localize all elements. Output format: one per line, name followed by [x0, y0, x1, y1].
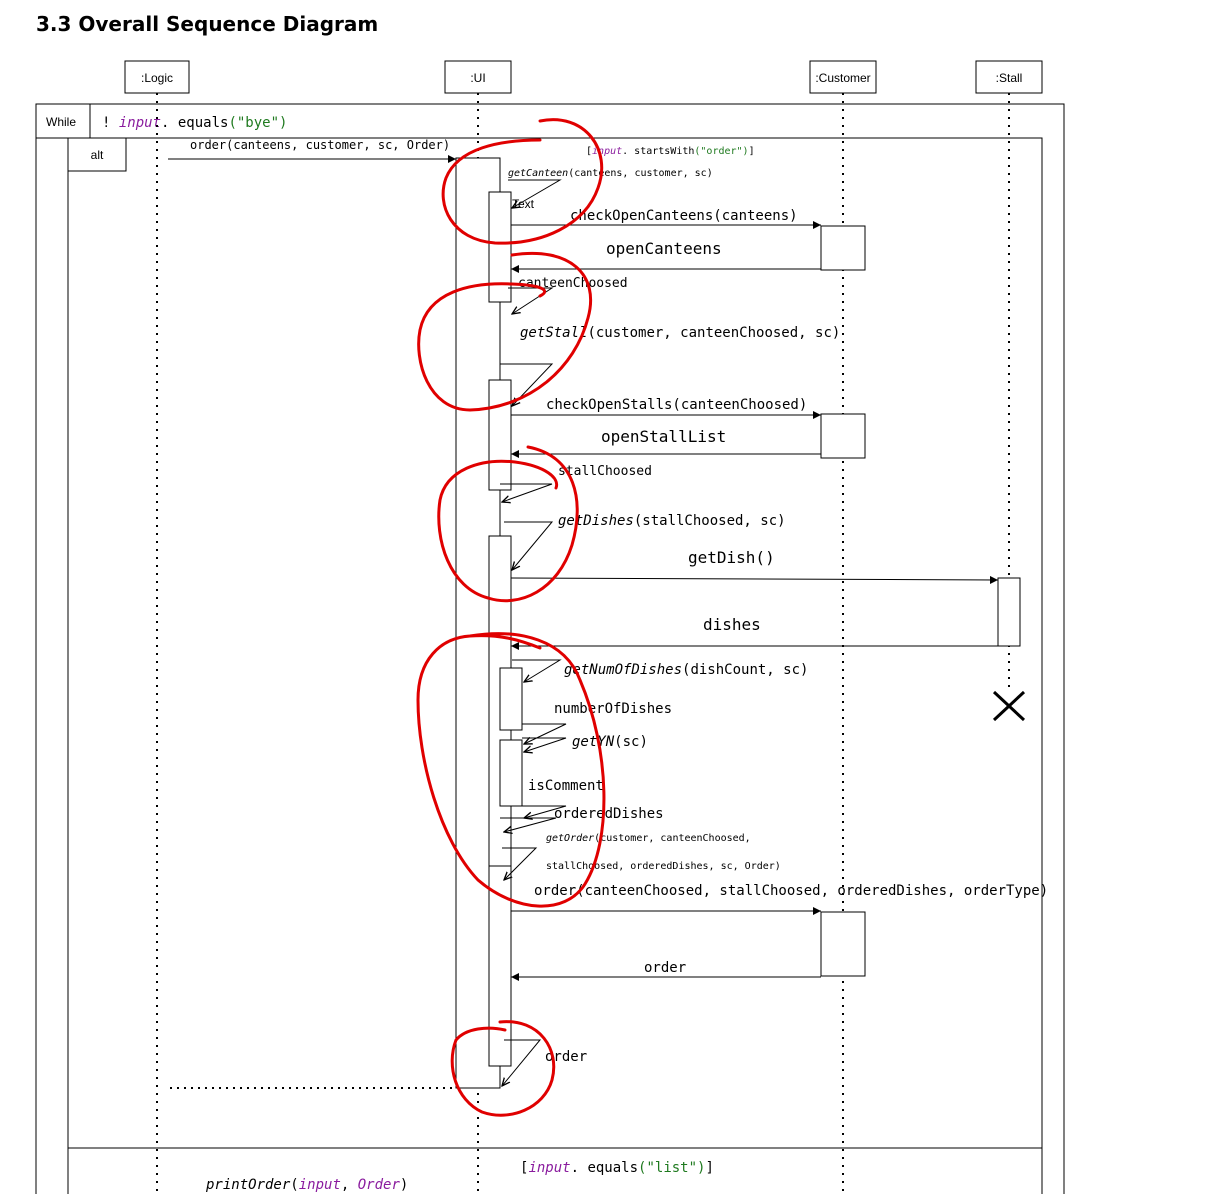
msg-open-canteens: openCanteens — [606, 239, 722, 258]
lifelines — [156, 93, 1010, 1194]
msg-get-order-line1: getOrder(customer, canteenChoosed, — [546, 833, 751, 844]
participant-stall-label: :Stall — [996, 71, 1023, 85]
annotation-circle-4 — [416, 632, 606, 908]
participant-ui: :UI — [444, 60, 512, 94]
while-label: While — [46, 115, 76, 129]
msg-check-open-canteens: checkOpenCanteens(canteens) — [570, 208, 798, 224]
stall-destroy-icon — [992, 690, 1026, 722]
participant-customer-label: :Customer — [815, 71, 870, 85]
msg-get-stall: getStall(customer, canteenChoosed, sc) — [520, 325, 840, 341]
msg-get-canteen: getCanteen(canteens, customer, sc) — [508, 168, 713, 179]
participant-ui-label: :UI — [470, 71, 485, 85]
participant-customer: :Customer — [809, 60, 877, 94]
alt-guard-list: [input. equals("list")] — [520, 1160, 714, 1176]
alt-guard-order: [input. startsWith("order")] — [586, 146, 755, 157]
msg-get-order-line2: stallChoosed, orderedDishes, sc, Order) — [546, 861, 781, 872]
msg-stall-choosed: stallChoosed — [558, 464, 652, 479]
msg-canteen-choosed: canteenChoosed — [518, 276, 628, 291]
msg-get-dish: getDish() — [688, 548, 775, 567]
annotation-circle-5 — [450, 1020, 556, 1117]
svg-text:! input. equals("bye"): ! input. equals("bye") — [102, 115, 287, 131]
msg-order-return: order — [644, 960, 686, 976]
activation-bars — [455, 157, 1021, 1089]
msg-get-yn: getYN(sc) — [572, 734, 648, 750]
msg-get-dishes: getDishes(stallChoosed, sc) — [558, 513, 786, 529]
msg-ordered-dishes: orderedDishes — [554, 806, 664, 822]
msg-order-self-return: order — [545, 1049, 587, 1065]
participant-logic: :Logic — [124, 60, 190, 94]
annotation-circle-2 — [417, 251, 593, 412]
alt-fragment — [67, 137, 1043, 1194]
annotation-circle-1 — [441, 118, 604, 245]
red-annotation-marks — [416, 118, 606, 1117]
msg-number-of-dishes: numberOfDishes — [554, 701, 672, 717]
msg-get-num-of-dishes: getNumOfDishes(dishCount, sc) — [564, 662, 808, 678]
msg-check-open-stalls: checkOpenStalls(canteenChoosed) — [546, 397, 807, 413]
msg-print-order: printOrder(input, Order) — [205, 1177, 408, 1193]
participant-stall: :Stall — [975, 60, 1043, 94]
msg-order-call: order(canteens, customer, sc, Order) — [190, 138, 450, 152]
annotation-circle-3 — [437, 445, 579, 603]
note-text: Text — [512, 197, 535, 211]
msg-dishes: dishes — [703, 615, 761, 634]
alt-label: alt — [91, 148, 104, 162]
msg-order-create: order(canteenChoosed, stallChoosed, orde… — [534, 883, 1048, 899]
while-fragment — [35, 103, 1065, 1194]
msg-open-stall-list: openStallList — [601, 427, 726, 446]
msg-is-comment: isComment — [528, 778, 604, 794]
page-title: 3.3 Overall Sequence Diagram — [36, 12, 379, 36]
participant-logic-label: :Logic — [141, 71, 173, 85]
